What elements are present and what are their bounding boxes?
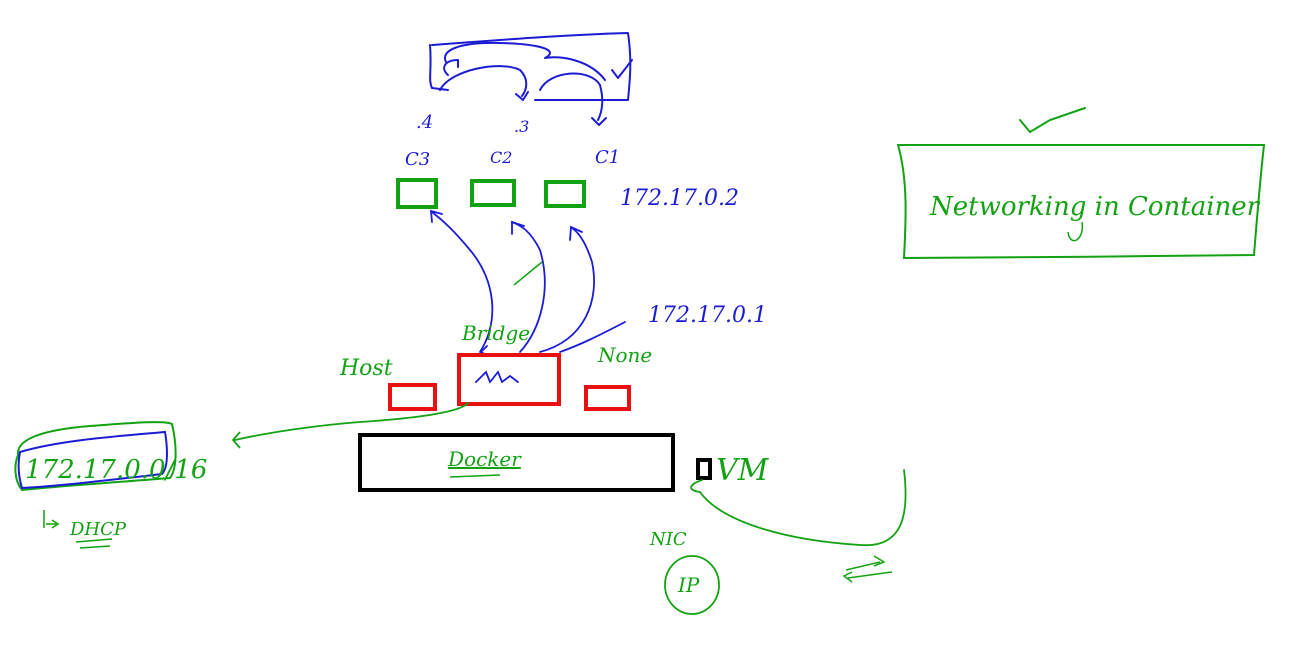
link-bridge-c2 — [511, 221, 546, 353]
title-underline-hook — [1067, 221, 1084, 242]
link-bridge-ip — [559, 321, 626, 353]
title-check-mark — [1019, 107, 1086, 134]
dhcp-underline — [75, 538, 113, 549]
arrowhead-c2 — [515, 91, 529, 101]
bridge-to-subnet-arrow — [234, 402, 469, 441]
vm-nic-port — [696, 458, 712, 480]
ip-circle — [664, 555, 720, 615]
check-mark-small — [611, 59, 633, 79]
docker-engine-label: Docker — [447, 447, 522, 471]
none-network-label: None — [597, 343, 652, 367]
bridge-network-box — [457, 353, 561, 406]
container-label-c1: C1 — [595, 147, 620, 168]
container-box-c3 — [396, 178, 438, 209]
arc-to-c1 — [539, 72, 604, 121]
title-text: Networking in Container — [929, 192, 1261, 222]
green-tick-stroke — [513, 261, 543, 286]
subnet-arrowhead — [231, 431, 241, 449]
subnet-block — [14, 421, 177, 492]
link-bridge-c3 — [431, 211, 494, 353]
loop-c3 — [443, 59, 459, 76]
subnet-outline-blue — [17, 430, 168, 490]
container-label-c2: C2 — [490, 148, 512, 167]
vm-label: VM — [716, 453, 770, 488]
dhcp-arrow — [43, 510, 60, 529]
container-box-c2 — [470, 179, 516, 207]
title-box-outline — [896, 143, 1266, 260]
exchange-arrows — [842, 555, 893, 583]
communication-box — [429, 32, 632, 101]
arrowhead-link-c2 — [511, 220, 525, 235]
docker-engine-box — [358, 433, 675, 492]
arc-c3-to-c1 — [443, 41, 606, 81]
ip-suffix-c3: .4 — [416, 112, 433, 133]
dhcp-label: DHCP — [69, 519, 127, 540]
container-box-c1 — [544, 180, 586, 208]
veth-links — [429, 209, 626, 384]
arrowhead-link-c1 — [569, 225, 583, 241]
arrowhead-link-c3 — [429, 209, 443, 223]
host-network-label: Host — [339, 356, 393, 381]
link-bridge-c1 — [539, 227, 595, 353]
bridge-scribble — [475, 370, 519, 384]
ip-circle-label: IP — [677, 573, 700, 597]
bridge-ip-label: 172.17.0.1 — [648, 303, 767, 328]
container-ip-label: 172.17.0.2 — [620, 186, 739, 211]
ip-suffix-c2: .3 — [514, 117, 529, 136]
bridge-network-label: Bridge — [461, 321, 530, 345]
container-label-c3: C3 — [405, 149, 430, 170]
arrowhead-c1 — [591, 117, 607, 126]
title-box — [896, 107, 1266, 260]
arc-to-c2 — [439, 65, 528, 97]
subnet-label: 172.17.0.0/16 — [25, 455, 207, 485]
nic-label: NIC — [649, 529, 687, 550]
none-network-box — [584, 385, 631, 411]
container-communication-sketch — [429, 32, 633, 126]
docker-label-underline — [449, 474, 501, 478]
vm-nic-connection — [690, 469, 907, 546]
host-network-box — [388, 383, 437, 411]
subnet-outline-green — [14, 421, 177, 492]
